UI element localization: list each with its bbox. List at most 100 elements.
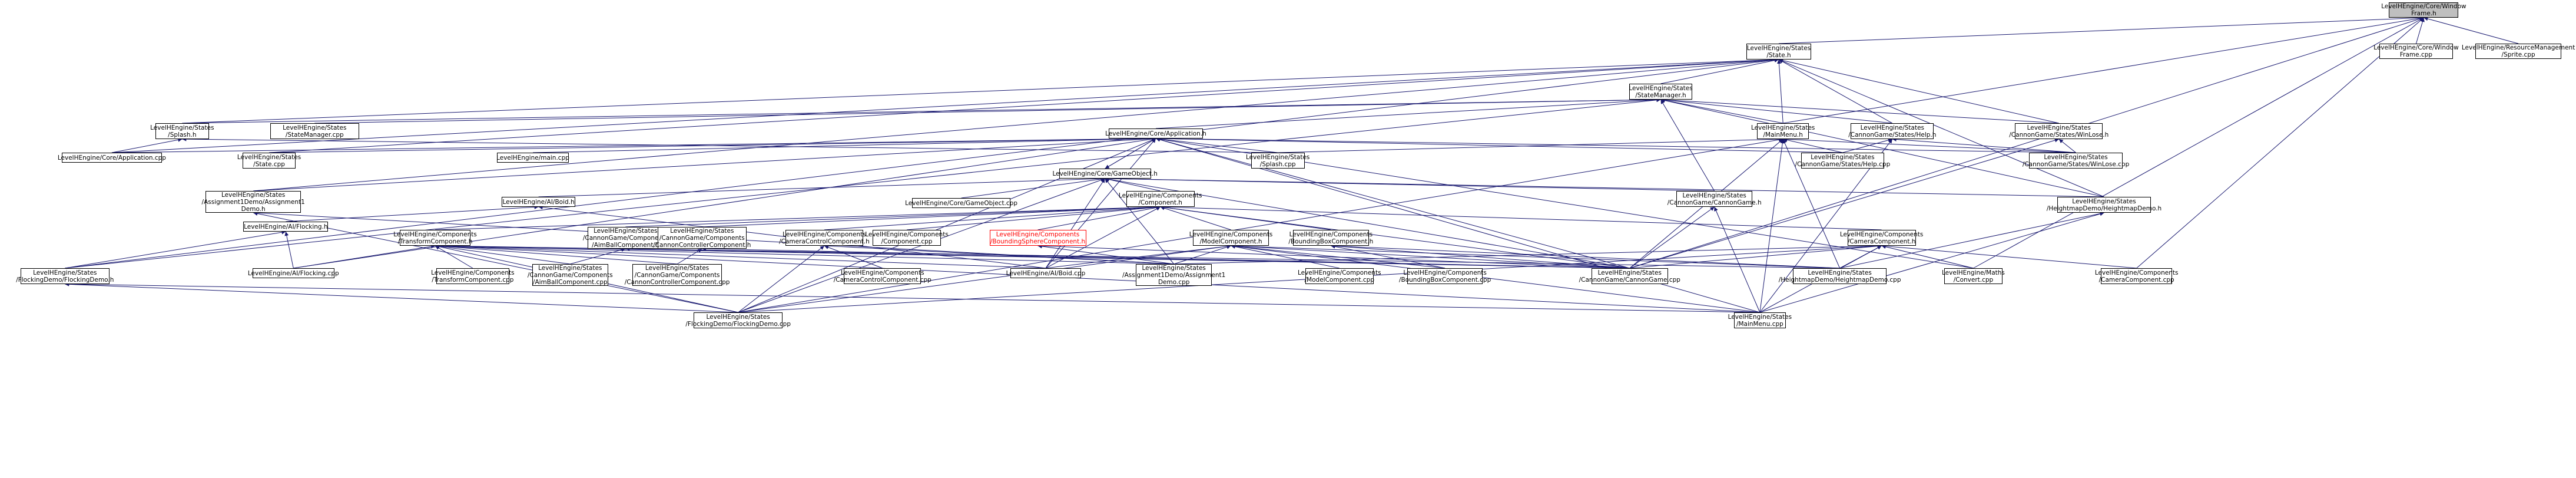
node-assignment1-cpp[interactable]: LevelHEngine/States /Assignment1Demo/Ass… <box>1122 264 1225 286</box>
node-label: LevelHEngine/Components /TransformCompon… <box>393 230 477 245</box>
edge-mainmenu-h-winlose-cpp <box>1783 137 2076 153</box>
node-gameobject-cpp[interactable]: LevelHEngine/Core/GameObject.cpp <box>905 198 1017 208</box>
node-help-cpp[interactable]: LevelHEngine/States /CannonGame/States/H… <box>1795 153 1890 169</box>
edge-cannonctrl-h-cannongame-cpp <box>702 246 1630 269</box>
node-bbox-cpp[interactable]: LevelHEngine/Components /BoundingBoxComp… <box>1399 268 1491 284</box>
node-camera-h[interactable]: LevelHEngine/Components /CameraComponent… <box>1840 230 1923 246</box>
node-aimball-h[interactable]: LevelHEngine/States /CannonGame/Componen… <box>583 227 668 249</box>
node-splash-h[interactable]: LevelHEngine/States /Splash.h <box>150 123 214 139</box>
node-label: LevelHEngine/States /CannonGame/States/H… <box>1795 153 1891 168</box>
node-label: LevelHEngine/Core/GameObject.h <box>1052 170 1158 177</box>
node-label: LevelHEngine/States /CannonGame/States/W… <box>2022 153 2130 168</box>
node-cameractrl-h[interactable]: LevelHEngine/Components /CameraControlCo… <box>779 230 870 246</box>
node-heightmap-cpp[interactable]: LevelHEngine/States /HeightmapDemo/Heigh… <box>1779 268 1901 284</box>
node-aiflocking-cpp[interactable]: LevelHEngine/AI/Flocking.cpp <box>248 268 339 278</box>
node-aiboid-cpp[interactable]: LevelHEngine/AI/Boid.cpp <box>1006 268 1085 278</box>
node-flocking-cpp[interactable]: LevelHEngine/States /FlockingDemo/Flocki… <box>685 312 791 328</box>
node-bbox-h[interactable]: LevelHEngine/Components /BoundingBoxComp… <box>1288 230 1373 246</box>
edge-aiboid-h-aiflocking-h <box>286 205 539 222</box>
node-component-h[interactable]: LevelHEngine/Components /Component.h <box>1119 191 1202 207</box>
node-mainmenu-cpp[interactable]: LevelHEngine/States /MainMenu.cpp <box>1728 312 1792 328</box>
edge-model-h-cannongame-cpp <box>1231 243 1630 269</box>
node-transform-h[interactable]: LevelHEngine/Components /TransformCompon… <box>393 230 477 246</box>
edge-statemanager-h-statemanager-cpp <box>314 97 1661 124</box>
edge-cannongame-h-cannongame-cpp <box>1629 206 1715 269</box>
edge-model-h-heightmap-cpp <box>1231 243 1840 269</box>
node-label: LevelHEngine/Components /CameraComponent… <box>2094 269 2179 283</box>
node-heightmap-h[interactable]: LevelHEngine/States /HeightmapDemo/Heigh… <box>2047 197 2161 213</box>
edge-application-h-assignment1-h <box>253 136 1156 192</box>
node-label: LevelHEngine/States /Assignment1Demo/Ass… <box>201 191 305 213</box>
edge-gameobject-h-assignment1-cpp <box>1105 178 1175 265</box>
node-label: LevelHEngine/Components /CameraControlCo… <box>779 230 870 245</box>
node-frame-cpp[interactable]: LevelHEngine/Core/Window Frame.cpp <box>2373 44 2459 59</box>
node-main-cpp[interactable]: LevelHEngine/main.cpp <box>496 153 569 163</box>
node-label: LevelHEngine/Components /CameraControlCo… <box>833 269 931 283</box>
node-label: LevelHEngine/Maths /Convert.cpp <box>1942 269 2005 283</box>
node-label: LevelHEngine/Components /BoundingSphereC… <box>990 230 1086 245</box>
node-aiboid-h[interactable]: LevelHEngine/AI/Boid.h <box>501 197 576 207</box>
node-cannonctrl-cpp[interactable]: LevelHEngine/States /CannonGame/Componen… <box>625 264 730 286</box>
node-state-cpp[interactable]: LevelHEngine/States /State.cpp <box>237 153 301 169</box>
node-application-h[interactable]: LevelHEngine/Core/Application.h <box>1105 128 1206 139</box>
node-splash-cpp[interactable]: LevelHEngine/States /Splash.cpp <box>1246 153 1309 169</box>
node-label: LevelHEngine/States /CannonGame/CannonGa… <box>1579 269 1680 283</box>
edge-transform-h-cannonctrl-cpp <box>435 244 678 265</box>
edge-transform-h-assignment1-cpp <box>435 243 1174 265</box>
edge-splash-h-splash-cpp <box>182 137 1278 153</box>
node-label: LevelHEngine/States /HeightmapDemo/Heigh… <box>2046 197 2162 212</box>
node-sprite-cpp[interactable]: LevelHEngine/ResourceManagement /Sprite.… <box>2462 44 2575 59</box>
edge-mainmenu-h-splash-cpp <box>1278 137 1783 153</box>
edge-application-h-flocking-cpp <box>738 138 1156 313</box>
node-gameobject-h[interactable]: LevelHEngine/Core/GameObject.h <box>1052 169 1158 179</box>
edge-component-h-cannongame-cpp <box>1160 205 1630 269</box>
edge-model-h-bbox-cpp <box>1231 244 1446 269</box>
node-label: LevelHEngine/States /CannonGame/Componen… <box>527 264 613 286</box>
node-label: LevelHEngine/States /MainMenu.cpp <box>1728 313 1792 328</box>
edge-model-h-mainmenu-cpp <box>1231 244 1760 313</box>
node-label: LevelHEngine/Core/GameObject.cpp <box>905 199 1017 207</box>
node-component-cpp[interactable]: LevelHEngine/Components /Component.cpp <box>865 230 949 246</box>
edge-application-h-help-cpp <box>1156 136 1843 153</box>
node-statemanager-h[interactable]: LevelHEngine/States /StateManager.h <box>1629 84 1693 100</box>
edge-statemanager-h-flocking-h <box>65 98 1661 269</box>
node-label: LevelHEngine/States /CannonGame/Componen… <box>582 227 668 249</box>
edge-help-h-help-cpp <box>1842 138 1892 153</box>
edge-cannonctrl-h-cannonctrl-cpp <box>677 248 702 265</box>
node-cannongame-h[interactable]: LevelHEngine/States /CannonGame/CannonGa… <box>1667 191 1762 207</box>
node-transform-cpp[interactable]: LevelHEngine/Components /TransformCompon… <box>431 268 515 284</box>
node-aiflocking-h[interactable]: LevelHEngine/AI/Flocking.h <box>243 222 329 232</box>
edge-state-h-splash-h <box>182 57 1779 124</box>
node-cameractrl-cpp[interactable]: LevelHEngine/Components /CameraControlCo… <box>834 268 931 284</box>
edge-heightmap-h-heightmap-cpp <box>1839 212 2104 269</box>
node-root[interactable]: LevelHEngine/Core/Window Frame.h <box>2381 2 2466 18</box>
node-cannonctrl-h[interactable]: LevelHEngine/States /CannonGame/Componen… <box>653 227 751 249</box>
node-label: LevelHEngine/States /CannonGame/States/H… <box>1848 124 1937 139</box>
edge-component-h-cannonctrl-h <box>702 205 1161 228</box>
node-assignment1-h[interactable]: LevelHEngine/States /Assignment1Demo/Ass… <box>202 191 305 213</box>
node-cannongame-cpp[interactable]: LevelHEngine/States /CannonGame/CannonGa… <box>1579 268 1680 284</box>
edge-mainmenu-h-heightmap-cpp <box>1782 139 1841 269</box>
edge-heightmap-h-mainmenu-cpp <box>1759 212 2104 313</box>
node-statemanager-cpp[interactable]: LevelHEngine/States /StateManager.cpp <box>270 123 360 139</box>
node-help-h[interactable]: LevelHEngine/States /CannonGame/States/H… <box>1848 123 1936 139</box>
node-convert-cpp[interactable]: LevelHEngine/Maths /Convert.cpp <box>1942 268 2005 284</box>
node-winlose-h[interactable]: LevelHEngine/States /CannonGame/States/W… <box>2009 123 2108 139</box>
node-model-cpp[interactable]: LevelHEngine/Components /ModelComponent.… <box>1298 268 1381 284</box>
node-mainmenu-h[interactable]: LevelHEngine/States /MainMenu.h <box>1751 123 1815 139</box>
node-application-cpp[interactable]: LevelHEngine/Core/Application.cpp <box>58 153 166 163</box>
node-state-h[interactable]: LevelHEngine/States /State.h <box>1746 44 1812 60</box>
edge-help-h-winlose-cpp <box>1892 137 2076 153</box>
edge-cameractrl-h-assignment1-cpp <box>824 243 1174 265</box>
edge-transform-h-aimball-cpp <box>435 244 571 265</box>
node-label: LevelHEngine/States /MainMenu.h <box>1751 124 1815 139</box>
edge-root-sprite-cpp <box>2424 17 2519 44</box>
node-flocking-h[interactable]: LevelHEngine/States /FlockingDemo/Flocki… <box>16 268 114 284</box>
edge-application-h-application-cpp <box>111 136 1156 153</box>
node-winlose-cpp[interactable]: LevelHEngine/States /CannonGame/States/W… <box>2023 153 2129 169</box>
edge-component-h-cameractrl-h <box>824 205 1161 230</box>
node-model-h[interactable]: LevelHEngine/Components /ModelComponent.… <box>1189 230 1272 246</box>
node-camera-cpp[interactable]: LevelHEngine/Components /CameraComponent… <box>2095 268 2178 284</box>
node-bsphere-h[interactable]: LevelHEngine/Components /BoundingSphereC… <box>989 230 1086 246</box>
node-aimball-cpp[interactable]: LevelHEngine/States /CannonGame/Componen… <box>528 264 613 286</box>
